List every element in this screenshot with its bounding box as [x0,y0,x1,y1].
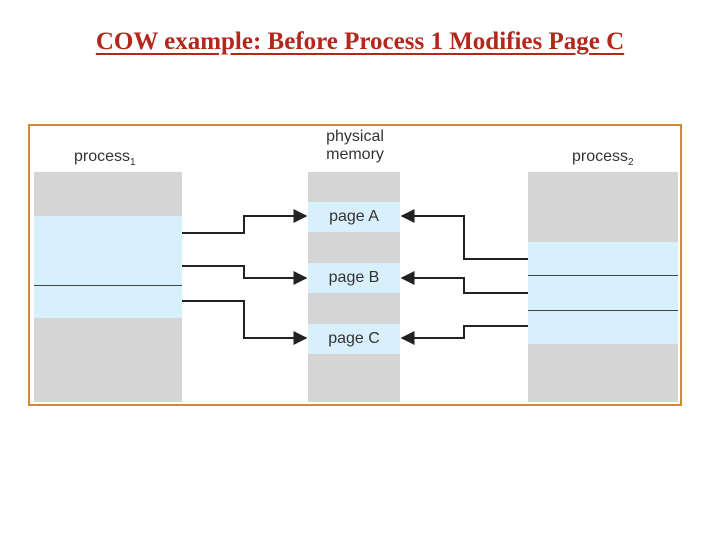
slide-title: COW example: Before Process 1 Modifies P… [95,28,625,55]
physical-memory-label: physical memory [310,128,400,164]
process1-shared-region [34,216,182,318]
page-a-block: page A [308,202,400,232]
process2-address-space [528,172,678,402]
p1-arrow-page-b [182,265,308,285]
process2-page-divider-2 [528,310,678,311]
page-c-block: page C [308,324,400,354]
process1-address-space [34,172,182,402]
p2-arrow-page-c [400,325,528,345]
process2-label: process2 [572,148,634,168]
process1-subscript: 1 [130,157,136,169]
memory-label-line2: memory [326,146,384,163]
p2-arrow-page-b [400,271,528,294]
process2-subscript: 2 [628,157,634,169]
memory-label-line1: physical [326,128,384,145]
diagram-frame: process1 physical memory process2 page A… [28,124,682,406]
page-b-block: page B [308,263,400,293]
p2-arrow-page-a [400,209,528,260]
p1-arrow-page-c [182,300,308,345]
process2-page-divider-1 [528,275,678,276]
process1-name: process [74,148,131,165]
page-a-label: page A [329,208,379,225]
process1-label: process1 [74,148,136,168]
page-table-arrows [182,209,528,345]
process1-page-divider [34,285,182,286]
process2-name: process [572,148,629,165]
process2-shared-region [528,242,678,344]
page-b-label: page B [328,269,380,286]
p1-arrow-page-a [182,209,308,234]
page-c-label: page C [328,330,380,347]
physical-memory-column: page A page B page C [308,172,400,402]
